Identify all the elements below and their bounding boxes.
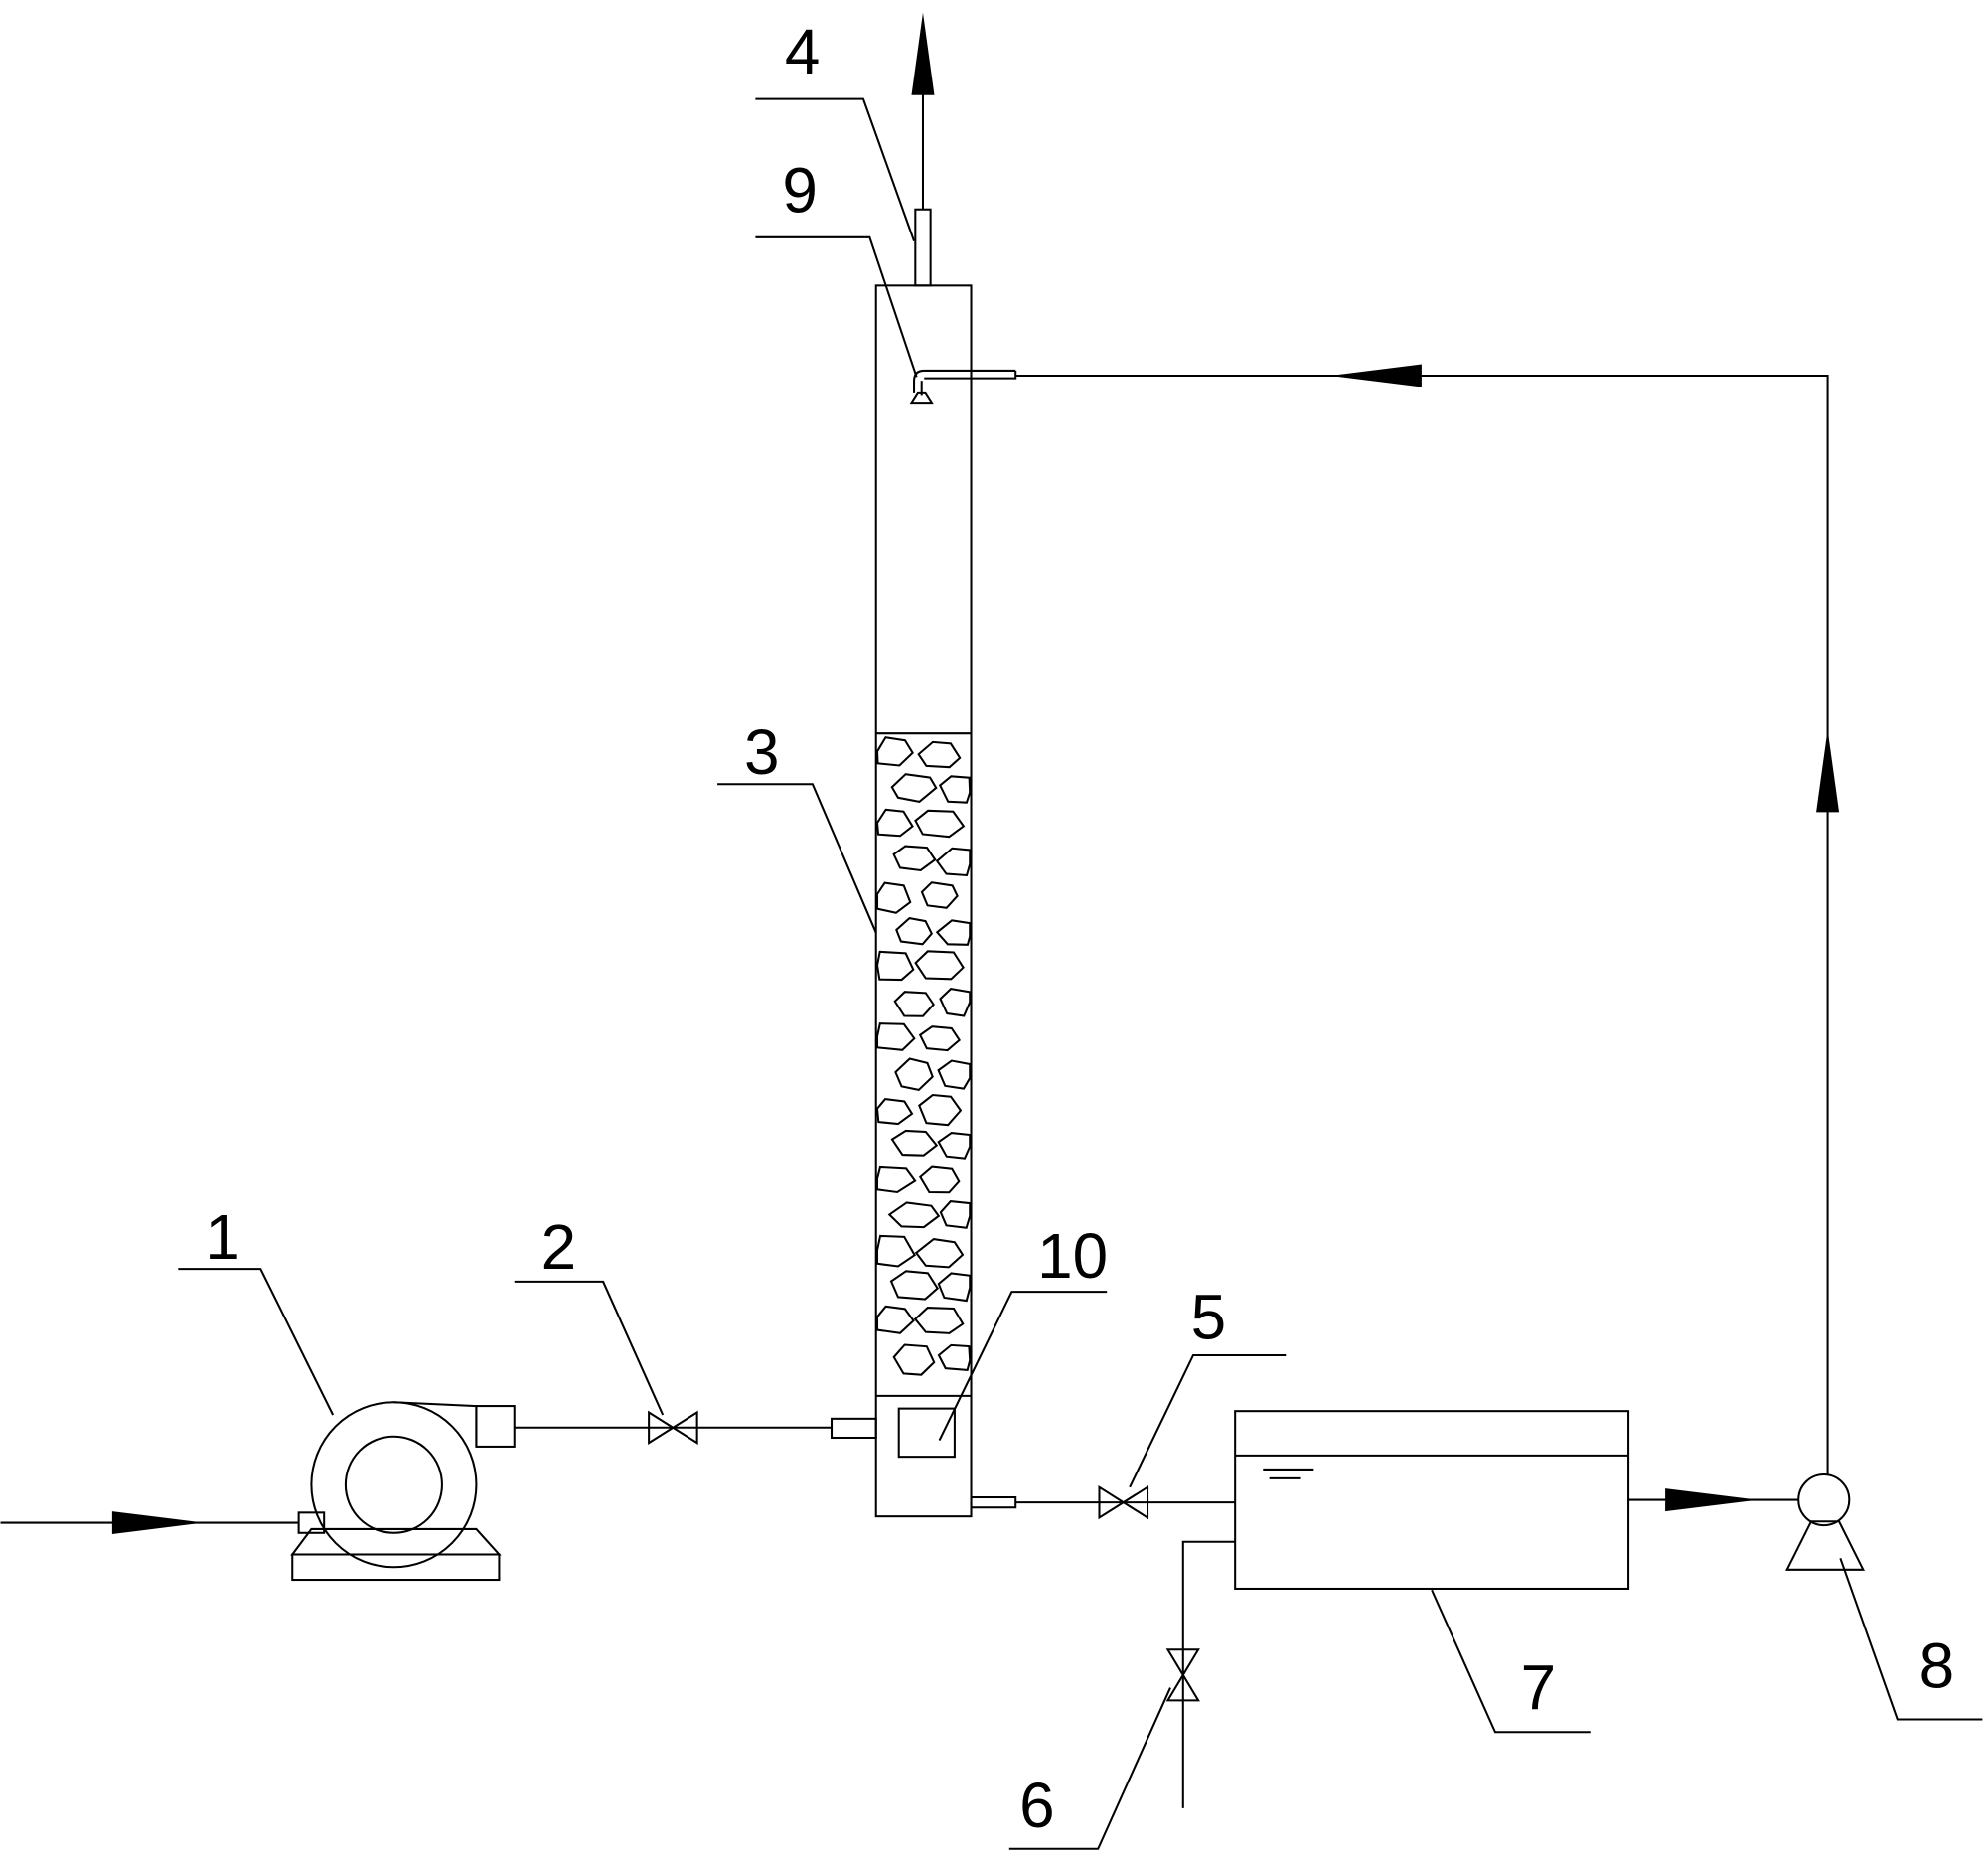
label-4: 4 [785, 16, 821, 87]
arrow-up-icon [1816, 729, 1840, 813]
motor-inner [344, 1435, 443, 1534]
packing-stones [875, 736, 972, 1376]
pump-base [1785, 1520, 1865, 1571]
packing-stone [887, 1201, 941, 1229]
packing-stone [935, 919, 972, 946]
packing-stone [889, 1270, 940, 1301]
packing-stone [937, 1132, 972, 1160]
packing-stone [875, 736, 914, 767]
label-3: 3 [744, 716, 780, 788]
packing-stone [914, 809, 966, 839]
arrow-right-icon [111, 1511, 204, 1535]
pump [1797, 1473, 1851, 1527]
packing-stone [918, 1165, 961, 1194]
label-2: 2 [541, 1211, 577, 1283]
column-inlet-stub [831, 1417, 877, 1440]
packing-stone [890, 1129, 939, 1157]
label-9: 9 [782, 154, 818, 226]
valve-6 [1165, 1648, 1200, 1702]
arrow-left-icon [1329, 364, 1422, 387]
motor-outlet [475, 1405, 516, 1448]
spray-nozzle [909, 391, 934, 405]
packing-stone [937, 1272, 972, 1303]
packing-stone [892, 845, 937, 872]
column-outlet-stub [970, 1495, 1017, 1509]
packing-stone [875, 1098, 914, 1126]
arrow-up-icon [911, 12, 935, 95]
packing-stone [939, 988, 972, 1017]
packing-stone [939, 1199, 972, 1229]
bottom-device [897, 1407, 956, 1459]
label-8: 8 [1919, 1630, 1955, 1702]
packing-stone [917, 740, 962, 769]
packing-stone [938, 775, 972, 804]
packing-stone [918, 1025, 961, 1052]
packing-stone [937, 1059, 972, 1090]
motor-base [291, 1553, 501, 1582]
return-line [1015, 375, 1829, 1475]
packing-stone [875, 1165, 917, 1194]
label-10: 10 [1037, 1220, 1108, 1292]
packing-stone [890, 773, 938, 803]
packing-stone [937, 1343, 972, 1372]
packing-stone [918, 1093, 963, 1127]
label-6: 6 [1019, 1770, 1055, 1841]
tank [1234, 1410, 1630, 1590]
motor-inlet [297, 1511, 326, 1534]
label-5: 5 [1191, 1281, 1227, 1352]
packing-stone [895, 917, 934, 946]
valve-5 [1098, 1484, 1149, 1520]
packing-stone [894, 1057, 934, 1092]
drain-line [1181, 1540, 1236, 1808]
valve-2 [648, 1410, 698, 1445]
label-1: 1 [205, 1201, 240, 1273]
motor [310, 1401, 478, 1569]
packing-stone [875, 1022, 916, 1051]
packing-stone [875, 1234, 917, 1268]
top-outlet-pipe [914, 208, 932, 287]
packing-stone [875, 808, 914, 838]
spray-pipe [913, 369, 1017, 393]
arrow-right-icon [1665, 1488, 1759, 1512]
packing-stone [875, 1305, 915, 1334]
packing-stone [892, 1343, 936, 1376]
packing-stone [893, 991, 936, 1017]
packing-stone [875, 950, 915, 982]
packing-stone [935, 847, 972, 877]
label-7: 7 [1521, 1651, 1557, 1723]
packing-stone [875, 881, 912, 914]
packing-stone [920, 881, 959, 909]
packing-stone [913, 1307, 965, 1334]
packing-stone [914, 950, 965, 981]
packing-stone [914, 1238, 965, 1269]
